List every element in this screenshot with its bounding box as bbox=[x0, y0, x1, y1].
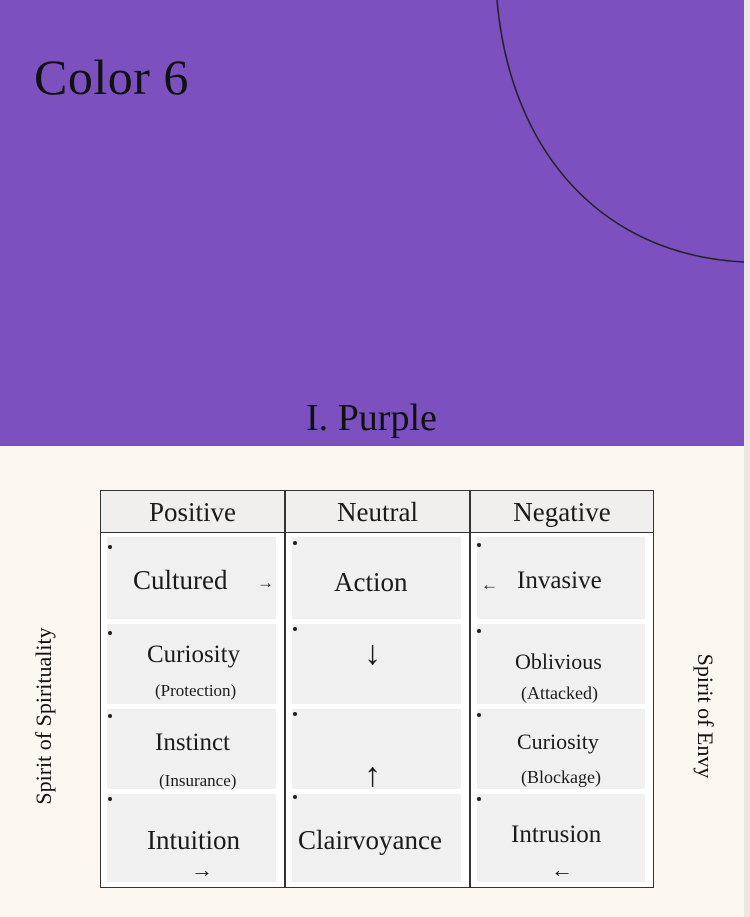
column-divider bbox=[284, 491, 286, 887]
cell-positive-4 bbox=[107, 794, 276, 882]
value-intrusion: Intrusion bbox=[511, 821, 602, 848]
arrow-up-icon: ↑ bbox=[364, 757, 381, 794]
header-negative: Negative bbox=[513, 497, 611, 527]
cell-neutral-3 bbox=[292, 709, 461, 789]
right-edge-strip bbox=[744, 0, 750, 917]
value-insurance: (Insurance) bbox=[159, 771, 237, 790]
bullet-dot bbox=[108, 631, 112, 635]
value-action: Action bbox=[334, 567, 408, 597]
header-cell-negative: Negative bbox=[471, 491, 653, 533]
column-negative: Negative ← Invasive Oblivious (Attacked)… bbox=[471, 491, 653, 887]
color-title: Color 6 bbox=[34, 49, 189, 105]
column-positive: Positive Cultured → Curiosity (Protectio… bbox=[101, 491, 284, 887]
bullet-dot bbox=[293, 795, 297, 799]
purple-header: Color 6 I. Purple bbox=[0, 0, 744, 446]
bullet-dot bbox=[293, 541, 297, 545]
bullet-dot bbox=[477, 543, 481, 547]
value-protection: (Protection) bbox=[155, 681, 237, 700]
bullet-dot bbox=[108, 797, 112, 801]
arrow-right-icon: → bbox=[257, 573, 274, 592]
cell-positive-3 bbox=[107, 709, 276, 789]
cell-neutral-1 bbox=[292, 537, 461, 619]
arrow-left-icon: ← bbox=[551, 857, 573, 882]
column-divider bbox=[469, 491, 471, 887]
value-curiosity-negative: Curiosity bbox=[517, 729, 599, 754]
value-intuition: Intuition bbox=[147, 825, 240, 855]
value-instinct: Instinct bbox=[155, 729, 230, 756]
section-title: I. Purple bbox=[306, 397, 437, 439]
bullet-dot bbox=[477, 797, 481, 801]
header-positive: Positive bbox=[148, 497, 236, 527]
arrow-down-icon: ↓ bbox=[364, 635, 381, 672]
header-cell-positive: Positive bbox=[101, 491, 284, 533]
value-curiosity: Curiosity bbox=[147, 641, 241, 668]
value-cultured: Cultured bbox=[133, 565, 228, 595]
side-label-right: Spirit of Envy bbox=[693, 653, 718, 779]
bullet-dot bbox=[293, 712, 297, 716]
bullet-dot bbox=[477, 629, 481, 633]
arrow-right-icon: → bbox=[191, 857, 213, 882]
cell-neutral-2 bbox=[292, 624, 461, 704]
value-blockage: (Blockage) bbox=[521, 767, 601, 787]
value-invasive: Invasive bbox=[517, 567, 602, 594]
side-label-left: Spirit of Spirituality bbox=[31, 627, 56, 805]
value-clairvoyance: Clairvoyance bbox=[298, 825, 442, 855]
decorative-arc bbox=[496, 0, 744, 263]
bullet-dot bbox=[293, 627, 297, 631]
cell-negative-3 bbox=[477, 709, 645, 789]
bullet-dot bbox=[108, 714, 112, 718]
cell-positive-1 bbox=[107, 537, 276, 619]
header-neutral: Neutral bbox=[337, 497, 418, 527]
bullet-dot bbox=[108, 545, 112, 549]
value-attacked: (Attacked) bbox=[521, 683, 598, 703]
header-cell-neutral: Neutral bbox=[286, 491, 469, 533]
bullet-dot bbox=[477, 713, 481, 717]
value-oblivious: Oblivious bbox=[515, 649, 602, 674]
column-neutral: Neutral Action ↓ ↑ Clairvoyance bbox=[286, 491, 469, 887]
attribute-table: Positive Cultured → Curiosity (Protectio… bbox=[100, 490, 654, 888]
cell-neutral-4 bbox=[292, 794, 461, 882]
cell-negative-2 bbox=[477, 624, 645, 704]
cell-negative-4 bbox=[477, 794, 645, 882]
cell-negative-1 bbox=[477, 537, 645, 619]
arrow-left-icon: ← bbox=[481, 575, 498, 594]
cell-positive-2 bbox=[107, 624, 276, 704]
